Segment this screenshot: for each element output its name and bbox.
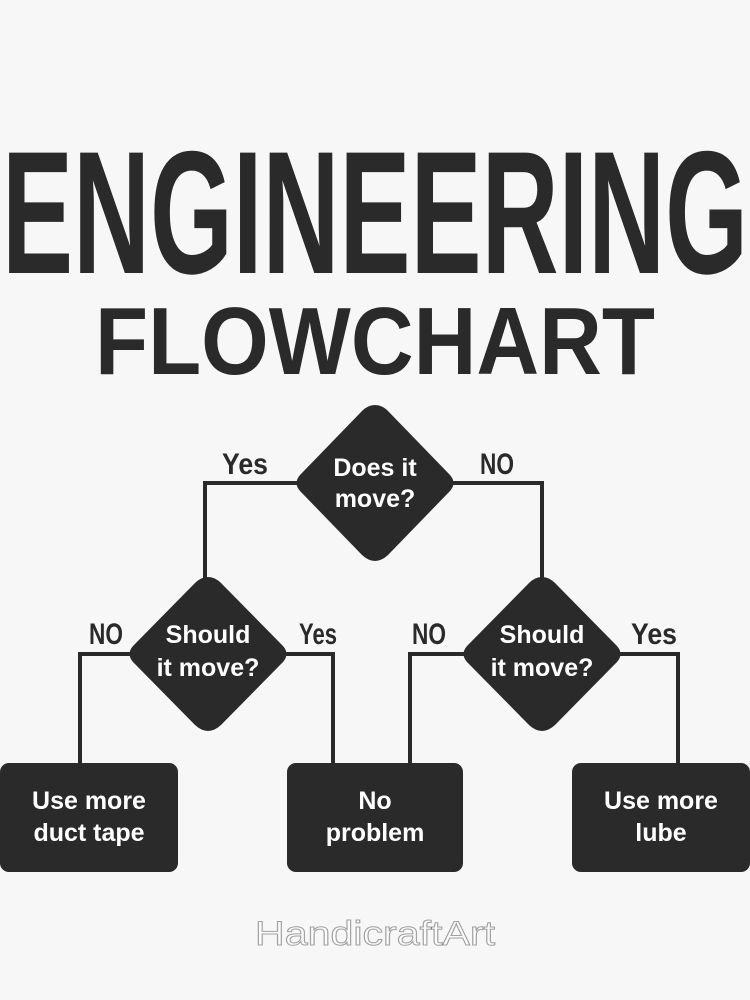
node-text-line1: Should bbox=[166, 621, 251, 649]
outcome-box-left: Use more duct tape bbox=[0, 763, 178, 872]
box-shape bbox=[0, 763, 178, 872]
node-text-line1: Does it bbox=[333, 454, 417, 482]
main-title: ENGINEERING bbox=[2, 116, 748, 311]
box-shape bbox=[287, 763, 463, 872]
connector-left-no bbox=[78, 652, 130, 765]
diamond-shape bbox=[129, 577, 287, 731]
decision-left: Should it move? bbox=[129, 577, 287, 731]
node-text-line2: move? bbox=[335, 485, 416, 513]
box-text-line2: problem bbox=[326, 819, 425, 847]
edge-label-right-yes: Yes bbox=[631, 618, 677, 651]
connector-root-yes bbox=[203, 481, 300, 580]
connector-root-no bbox=[450, 481, 544, 580]
box-text-line1: Use more bbox=[32, 787, 146, 815]
box-text-line1: No bbox=[358, 787, 391, 815]
box-text-line2: duct tape bbox=[33, 819, 144, 847]
edge-label-left-no: NO bbox=[89, 618, 123, 651]
edge-label-left-yes: Yes bbox=[299, 618, 337, 651]
node-text-line2: it move? bbox=[157, 654, 260, 682]
box-text-line1: Use more bbox=[604, 787, 718, 815]
decision-root: Does it move? bbox=[296, 405, 454, 561]
outcome-box-right: Use more lube bbox=[572, 763, 750, 872]
connector-right-yes bbox=[620, 652, 680, 765]
node-text-line1: Should bbox=[500, 621, 585, 649]
subtitle: FLOWCHART bbox=[95, 288, 655, 395]
edge-label-root-no: NO bbox=[480, 448, 514, 481]
decision-right: Should it move? bbox=[463, 577, 621, 731]
watermark: HandicraftArt bbox=[255, 915, 496, 953]
connector-left-yes bbox=[285, 652, 335, 765]
outcome-box-middle: No problem bbox=[287, 763, 463, 872]
node-text-line2: it move? bbox=[491, 654, 594, 682]
diamond-shape bbox=[296, 405, 454, 561]
edge-label-right-no: NO bbox=[412, 618, 446, 651]
connector-right-no bbox=[408, 652, 465, 765]
diamond-shape bbox=[463, 577, 621, 731]
box-shape bbox=[572, 763, 750, 872]
box-text-line2: lube bbox=[635, 819, 686, 847]
edge-label-root-yes: Yes bbox=[222, 448, 268, 481]
